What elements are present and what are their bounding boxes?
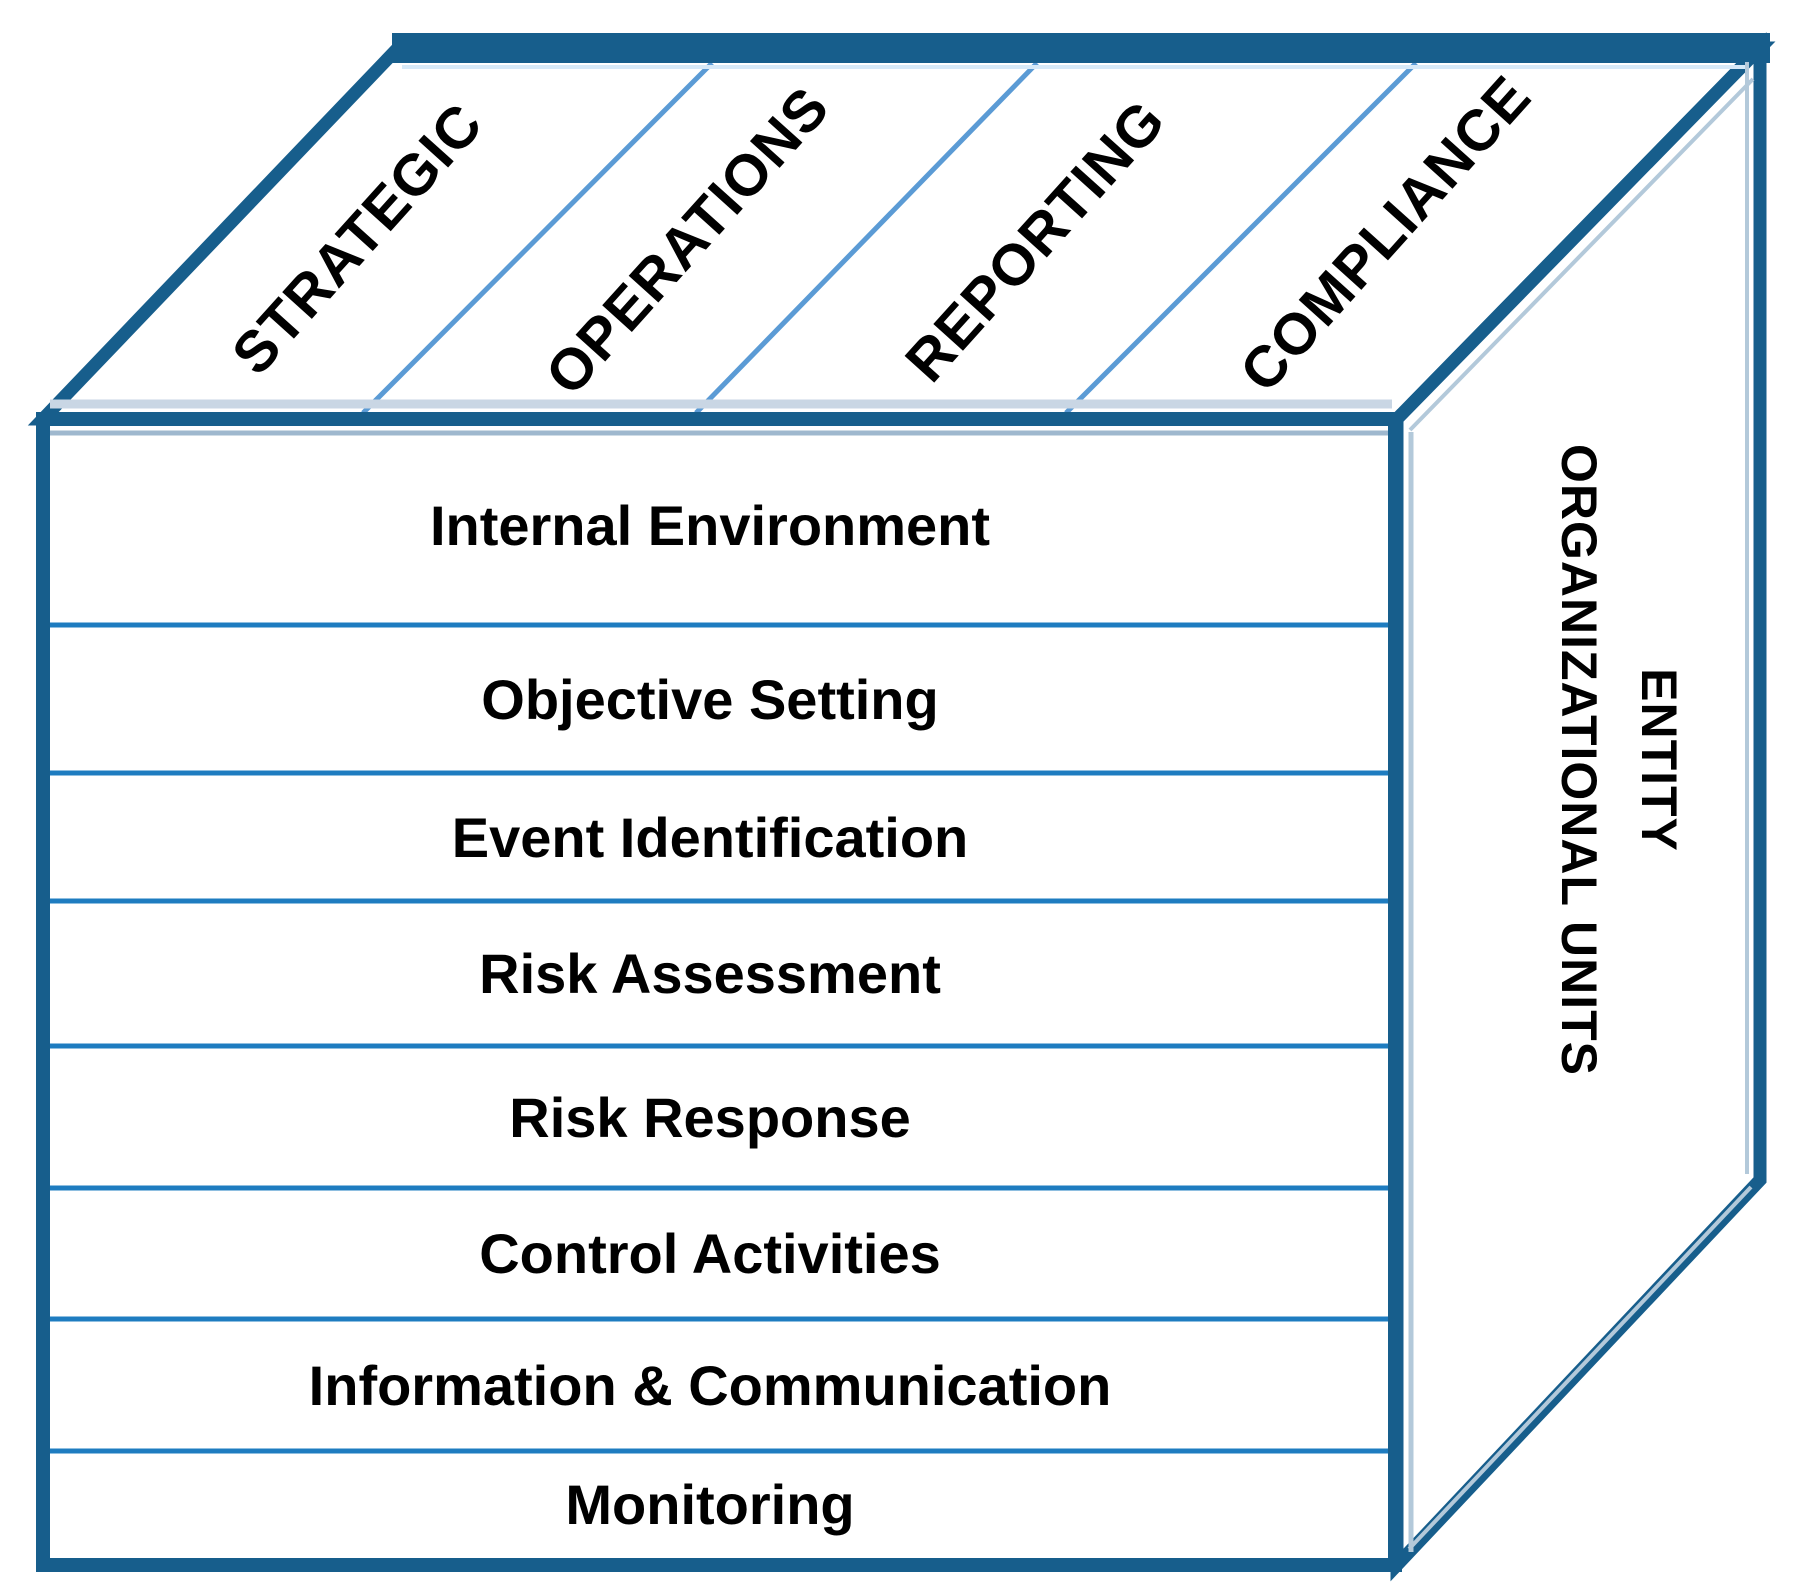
right-face-top-highlight: [1408, 77, 1755, 432]
front-row-monitoring: Monitoring: [565, 1473, 854, 1536]
front-row-risk-response: Risk Response: [509, 1086, 911, 1149]
front-row-risk-assessment: Risk Assessment: [479, 942, 941, 1005]
right-face-label-organizational-units: ORGANIZATIONAL UNITS: [1551, 444, 1607, 1076]
cube-front-face: [36, 412, 1402, 1572]
cube-top-edge-bar: [392, 33, 1770, 63]
front-row-objective-setting: Objective Setting: [481, 668, 938, 731]
front-row-event-identification: Event Identification: [452, 806, 969, 869]
front-row-control-activities: Control Activities: [479, 1222, 941, 1285]
right-face-label-entity: ENTITY: [1631, 668, 1687, 852]
top-face-divider-3: [1064, 61, 1418, 415]
front-row-internal-environment: Internal Environment: [430, 494, 990, 557]
top-face-divider-1: [361, 61, 714, 415]
front-row-information-communication: Information & Communication: [309, 1354, 1112, 1417]
right-face-bottom-highlight: [1407, 1185, 1753, 1551]
top-face-divider-2: [694, 61, 1039, 415]
